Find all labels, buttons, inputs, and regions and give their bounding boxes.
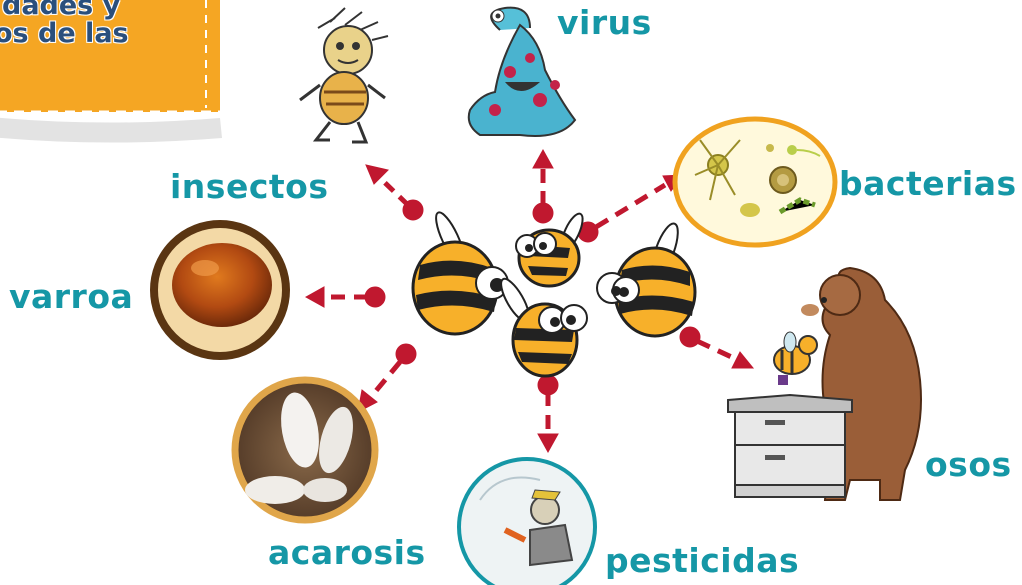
bee-right [597, 221, 695, 336]
label-insectos: insectos [170, 170, 328, 203]
beehive-illustration [728, 395, 852, 497]
bee-top [516, 211, 587, 286]
bee-bottom [496, 275, 587, 376]
arrow-osos [680, 327, 753, 368]
bacteria-illustration [675, 119, 835, 245]
label-virus: virus [557, 6, 652, 39]
label-acarosis: acarosis [268, 536, 426, 569]
banner-line-2: os de las [0, 20, 129, 48]
bee-left [413, 209, 508, 334]
label-pesticidas: pesticidas [605, 544, 799, 577]
pesticidas-illustration [459, 459, 595, 585]
bees-cluster-illustration [413, 209, 695, 376]
insect-illustration [300, 8, 388, 142]
label-bacterias: bacterias [839, 167, 1017, 200]
arrow-virus [533, 150, 553, 223]
arrow-insectos [366, 165, 423, 220]
varroa-illustration [154, 224, 286, 356]
acarosis-illustration [235, 380, 375, 520]
arrow-varroa [306, 287, 385, 307]
label-varroa: varroa [9, 280, 133, 313]
arrow-acarosis [358, 344, 416, 412]
small-bee-illustration [774, 332, 817, 385]
arrow-pesticidas [538, 375, 558, 452]
label-osos: osos [925, 448, 1012, 481]
